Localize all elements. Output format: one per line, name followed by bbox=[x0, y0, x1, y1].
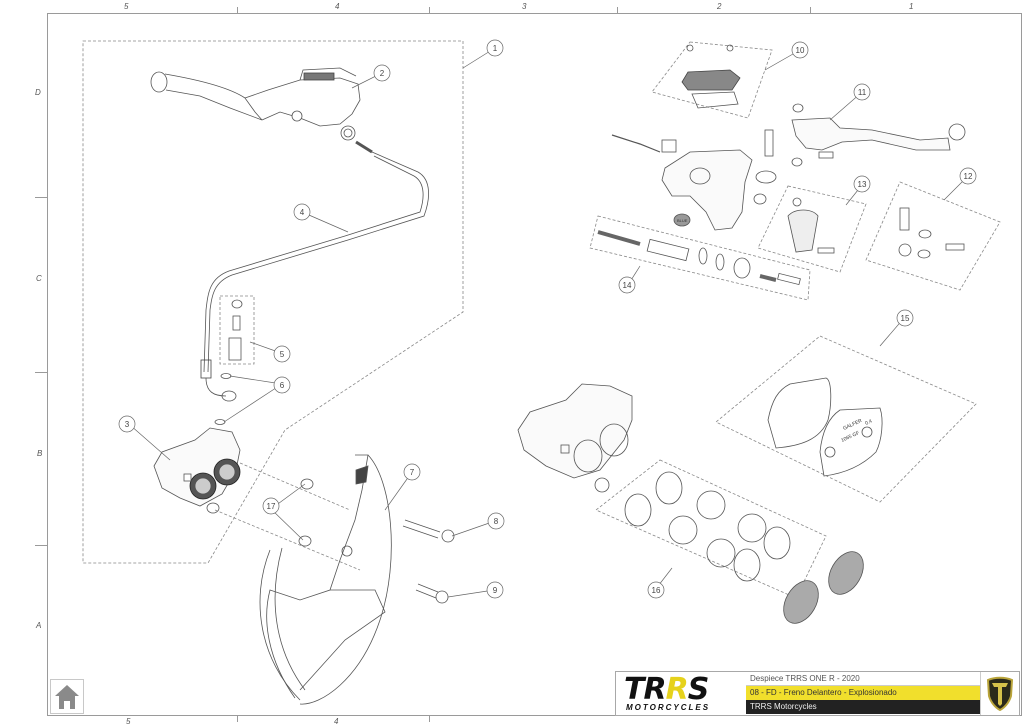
callout-10[interactable]: 10 bbox=[791, 41, 809, 59]
svg-text:8: 8 bbox=[494, 517, 499, 526]
callout-17[interactable]: 17 bbox=[262, 497, 280, 515]
part-14-piston-kit bbox=[589, 215, 811, 301]
part-16-seals-pistons bbox=[595, 459, 827, 599]
zone-tick bbox=[35, 545, 47, 546]
zone-tick bbox=[810, 7, 811, 13]
zone-row-C: C bbox=[36, 274, 42, 283]
callout-16[interactable]: 16 bbox=[647, 581, 665, 599]
svg-text:12: 12 bbox=[964, 172, 973, 181]
zone-tick bbox=[237, 7, 238, 13]
callout-12[interactable]: 12 bbox=[959, 167, 977, 185]
home-icon bbox=[55, 685, 79, 709]
title-line-company: TRRS Motorcycles bbox=[746, 700, 981, 714]
svg-text:11: 11 bbox=[858, 88, 867, 97]
zone-col-4-bottom: 4 bbox=[334, 717, 339, 726]
callout-11[interactable]: 11 bbox=[853, 83, 871, 101]
svg-text:14: 14 bbox=[623, 281, 632, 290]
svg-text:16: 16 bbox=[652, 586, 661, 595]
callout-2[interactable]: 2 bbox=[373, 64, 391, 82]
title-block: TRRS MOTORCYCLES Despiece TRRS ONE R - 2… bbox=[615, 671, 1020, 716]
part-3-caliper bbox=[153, 427, 241, 514]
callout-9[interactable]: 9 bbox=[486, 581, 504, 599]
callout-6[interactable]: 6 bbox=[273, 376, 291, 394]
part-2-master-cylinder bbox=[150, 67, 373, 154]
callout-1[interactable]: 1 bbox=[486, 39, 504, 57]
home-button[interactable] bbox=[50, 679, 84, 714]
callout-3[interactable]: 3 bbox=[118, 415, 136, 433]
svg-text:3: 3 bbox=[125, 420, 130, 429]
callout-13[interactable]: 13 bbox=[853, 175, 871, 193]
svg-text:17: 17 bbox=[267, 502, 276, 511]
zone-col-5-bottom: 5 bbox=[126, 717, 131, 726]
zone-col-2-top: 2 bbox=[717, 2, 722, 11]
svg-text:7: 7 bbox=[410, 468, 415, 477]
svg-text:2: 2 bbox=[380, 69, 385, 78]
callout-7[interactable]: 7 bbox=[403, 463, 421, 481]
shield-icon bbox=[986, 676, 1014, 712]
zone-tick bbox=[35, 197, 47, 198]
part-6-washer bbox=[220, 373, 232, 379]
callout-5[interactable]: 5 bbox=[273, 345, 291, 363]
zone-tick bbox=[237, 716, 238, 722]
group-1-boundary bbox=[82, 40, 464, 564]
callout-15[interactable]: 15 bbox=[896, 309, 914, 327]
svg-text:5: 5 bbox=[280, 350, 285, 359]
part-10-reservoir-cover bbox=[651, 41, 773, 119]
trrs-logo: TRRS MOTORCYCLES bbox=[616, 672, 744, 715]
zone-row-A: A bbox=[36, 621, 42, 630]
part-8-bolt bbox=[402, 519, 455, 543]
svg-text:10: 10 bbox=[796, 46, 805, 55]
zone-tick bbox=[429, 716, 430, 722]
logo-wordmark: TRRS bbox=[624, 672, 709, 707]
zone-tick bbox=[617, 7, 618, 13]
svg-text:1: 1 bbox=[493, 44, 498, 53]
title-line-model: Despiece TRRS ONE R - 2020 bbox=[746, 672, 981, 686]
pad-marking-thickness: 0.4 bbox=[864, 418, 873, 426]
part-11-lever bbox=[791, 103, 966, 167]
drawing-frame bbox=[47, 13, 1022, 716]
part-17-washer bbox=[298, 535, 312, 547]
title-line-section: 08 - FD - Freno Delantero - Explosionado bbox=[746, 686, 981, 700]
zone-col-4-top: 4 bbox=[335, 2, 340, 11]
caliper-exploded bbox=[517, 383, 633, 493]
callout-14[interactable]: 14 bbox=[618, 276, 636, 294]
zone-col-1-top: 1 bbox=[909, 2, 914, 11]
part-15-brake-pads bbox=[715, 335, 977, 503]
svg-text:13: 13 bbox=[858, 180, 867, 189]
master-cylinder-body bbox=[611, 129, 777, 231]
title-block-text: Despiece TRRS ONE R - 2020 08 - FD - Fre… bbox=[746, 672, 981, 715]
zone-row-D: D bbox=[35, 88, 41, 97]
zone-row-B: B bbox=[37, 449, 43, 458]
callout-4[interactable]: 4 bbox=[293, 203, 311, 221]
logo-subtitle: MOTORCYCLES bbox=[626, 703, 711, 712]
part-13-clamp bbox=[757, 185, 867, 273]
part-9-bolt bbox=[415, 583, 449, 604]
piston-cover bbox=[828, 551, 864, 595]
part-5-banjo-fittings bbox=[219, 295, 255, 365]
part-12-lever-hardware bbox=[865, 181, 1001, 291]
zone-col-5-top: 5 bbox=[124, 2, 129, 11]
zone-tick bbox=[429, 7, 430, 13]
part-17-washer bbox=[300, 478, 314, 490]
svg-text:9: 9 bbox=[493, 586, 498, 595]
trrs-shield-badge bbox=[980, 672, 1019, 715]
part-6-washer bbox=[214, 419, 226, 425]
part-7-disc-guard bbox=[259, 454, 392, 705]
svg-text:15: 15 bbox=[901, 314, 910, 323]
callout-8[interactable]: 8 bbox=[487, 512, 505, 530]
piston-cover bbox=[783, 580, 819, 624]
zone-col-3-top: 3 bbox=[522, 2, 527, 11]
cap-marking: BLUE bbox=[677, 218, 688, 223]
svg-text:4: 4 bbox=[300, 208, 305, 217]
zone-tick bbox=[35, 372, 47, 373]
svg-text:6: 6 bbox=[280, 381, 285, 390]
part-4-brake-hose bbox=[200, 151, 429, 402]
